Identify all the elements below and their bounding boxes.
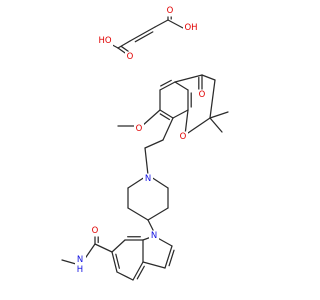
bond-amide-c6-c <box>94 243 113 253</box>
bond-ar-c6-c7 <box>174 81 189 91</box>
fumarate-oh-right-label: OH <box>183 22 199 34</box>
methoxy-o-text: O <box>136 124 143 134</box>
indole-n-text: N <box>151 231 157 241</box>
chroman-ring-o-label: O <box>178 131 188 143</box>
bond-ind-c2-c3 <box>164 245 173 269</box>
bond-ind-c4-c3a-second-line <box>136 265 145 280</box>
bond-py-c2-me1 <box>209 111 229 119</box>
bond-pip-c4-c5 <box>127 207 149 221</box>
fumarate-carbonyl-o-right-text: O <box>167 6 174 16</box>
bond-ind-c7-c6 <box>111 239 126 253</box>
fumarate-carbonyl-o-left-label: O <box>125 51 135 63</box>
bond-ar-c8-c9 <box>172 109 189 119</box>
bond-ind-c5-c4 <box>116 271 134 281</box>
bond-py-c4-c3 <box>201 74 216 81</box>
bond-amide-n-ch3 <box>61 259 77 265</box>
methoxy-o-label: O <box>134 123 144 135</box>
amide-n-text: N <box>77 255 83 265</box>
atom-label-layer: HO OH O O O O O N <box>75 5 207 276</box>
bond-py-c3-c2 <box>209 79 216 119</box>
bond-fa-c4-oh <box>167 19 184 29</box>
bond-ar-c5-c6 <box>159 81 176 91</box>
bond-fa-c1-c2 <box>117 40 131 49</box>
chroman-ring-o-text: O <box>180 132 187 142</box>
bond-ome-c10-o <box>141 109 161 127</box>
bond-ar-c9-c10-second-line <box>159 113 170 121</box>
bond-ar-c9-c10 <box>159 109 174 119</box>
bond-ar-c5-c6-second-line <box>160 79 172 87</box>
bond-py-c2-o1 <box>184 117 211 136</box>
indole-n-label: N <box>149 230 159 242</box>
bond-fa-c2-c3 <box>129 26 156 42</box>
fumarate-carbonyl-o-right-label: O <box>165 5 175 17</box>
bond-layer <box>61 12 229 281</box>
bond-fa-c1-o-second-line <box>120 45 129 52</box>
fumarate-oh-left-text: HO <box>98 36 111 46</box>
bond-ind-c6-c5 <box>111 251 118 273</box>
bond-et-ch2-n <box>144 147 149 176</box>
fumarate-oh-left-label: HO <box>97 35 113 47</box>
amide-nh-label: N H <box>75 254 86 276</box>
chromanone-carbonyl-o-text: O <box>199 90 206 100</box>
chromanone-carbonyl-o-label: O <box>197 89 207 101</box>
bond-et-ch2-ch2 <box>144 139 164 149</box>
bond-ind-c4-c3a <box>132 261 144 281</box>
fumarate-oh-right-text: OH <box>184 23 197 33</box>
bond-py-o1-c8 <box>184 109 189 136</box>
piperidine-n-label: N <box>143 173 153 185</box>
amide-o-text: O <box>92 226 99 236</box>
bond-pip-c4-nind <box>147 219 155 233</box>
amide-o-label: O <box>90 225 100 237</box>
bond-ind-c3-c3a <box>142 261 166 269</box>
bond-pip-c3-c4 <box>147 207 169 221</box>
bond-et-c9-ch2 <box>162 117 174 141</box>
bond-ind-c6-c5-second-line <box>115 253 120 269</box>
piperidine-n-text: N <box>145 174 151 184</box>
chemical-structure-diagram: HO OH O O O O O N <box>61 5 229 281</box>
bond-fa-c3-c4 <box>154 19 169 28</box>
amide-h-text: H <box>77 265 83 275</box>
bond-fa-c2-c3-second-line <box>134 31 154 43</box>
bond-py-c6-c4 <box>174 74 203 83</box>
fumarate-carbonyl-o-left-text: O <box>127 52 134 62</box>
bond-py-c2-me2 <box>209 117 223 133</box>
bond-ind-c2-c3-second-line <box>168 249 175 267</box>
